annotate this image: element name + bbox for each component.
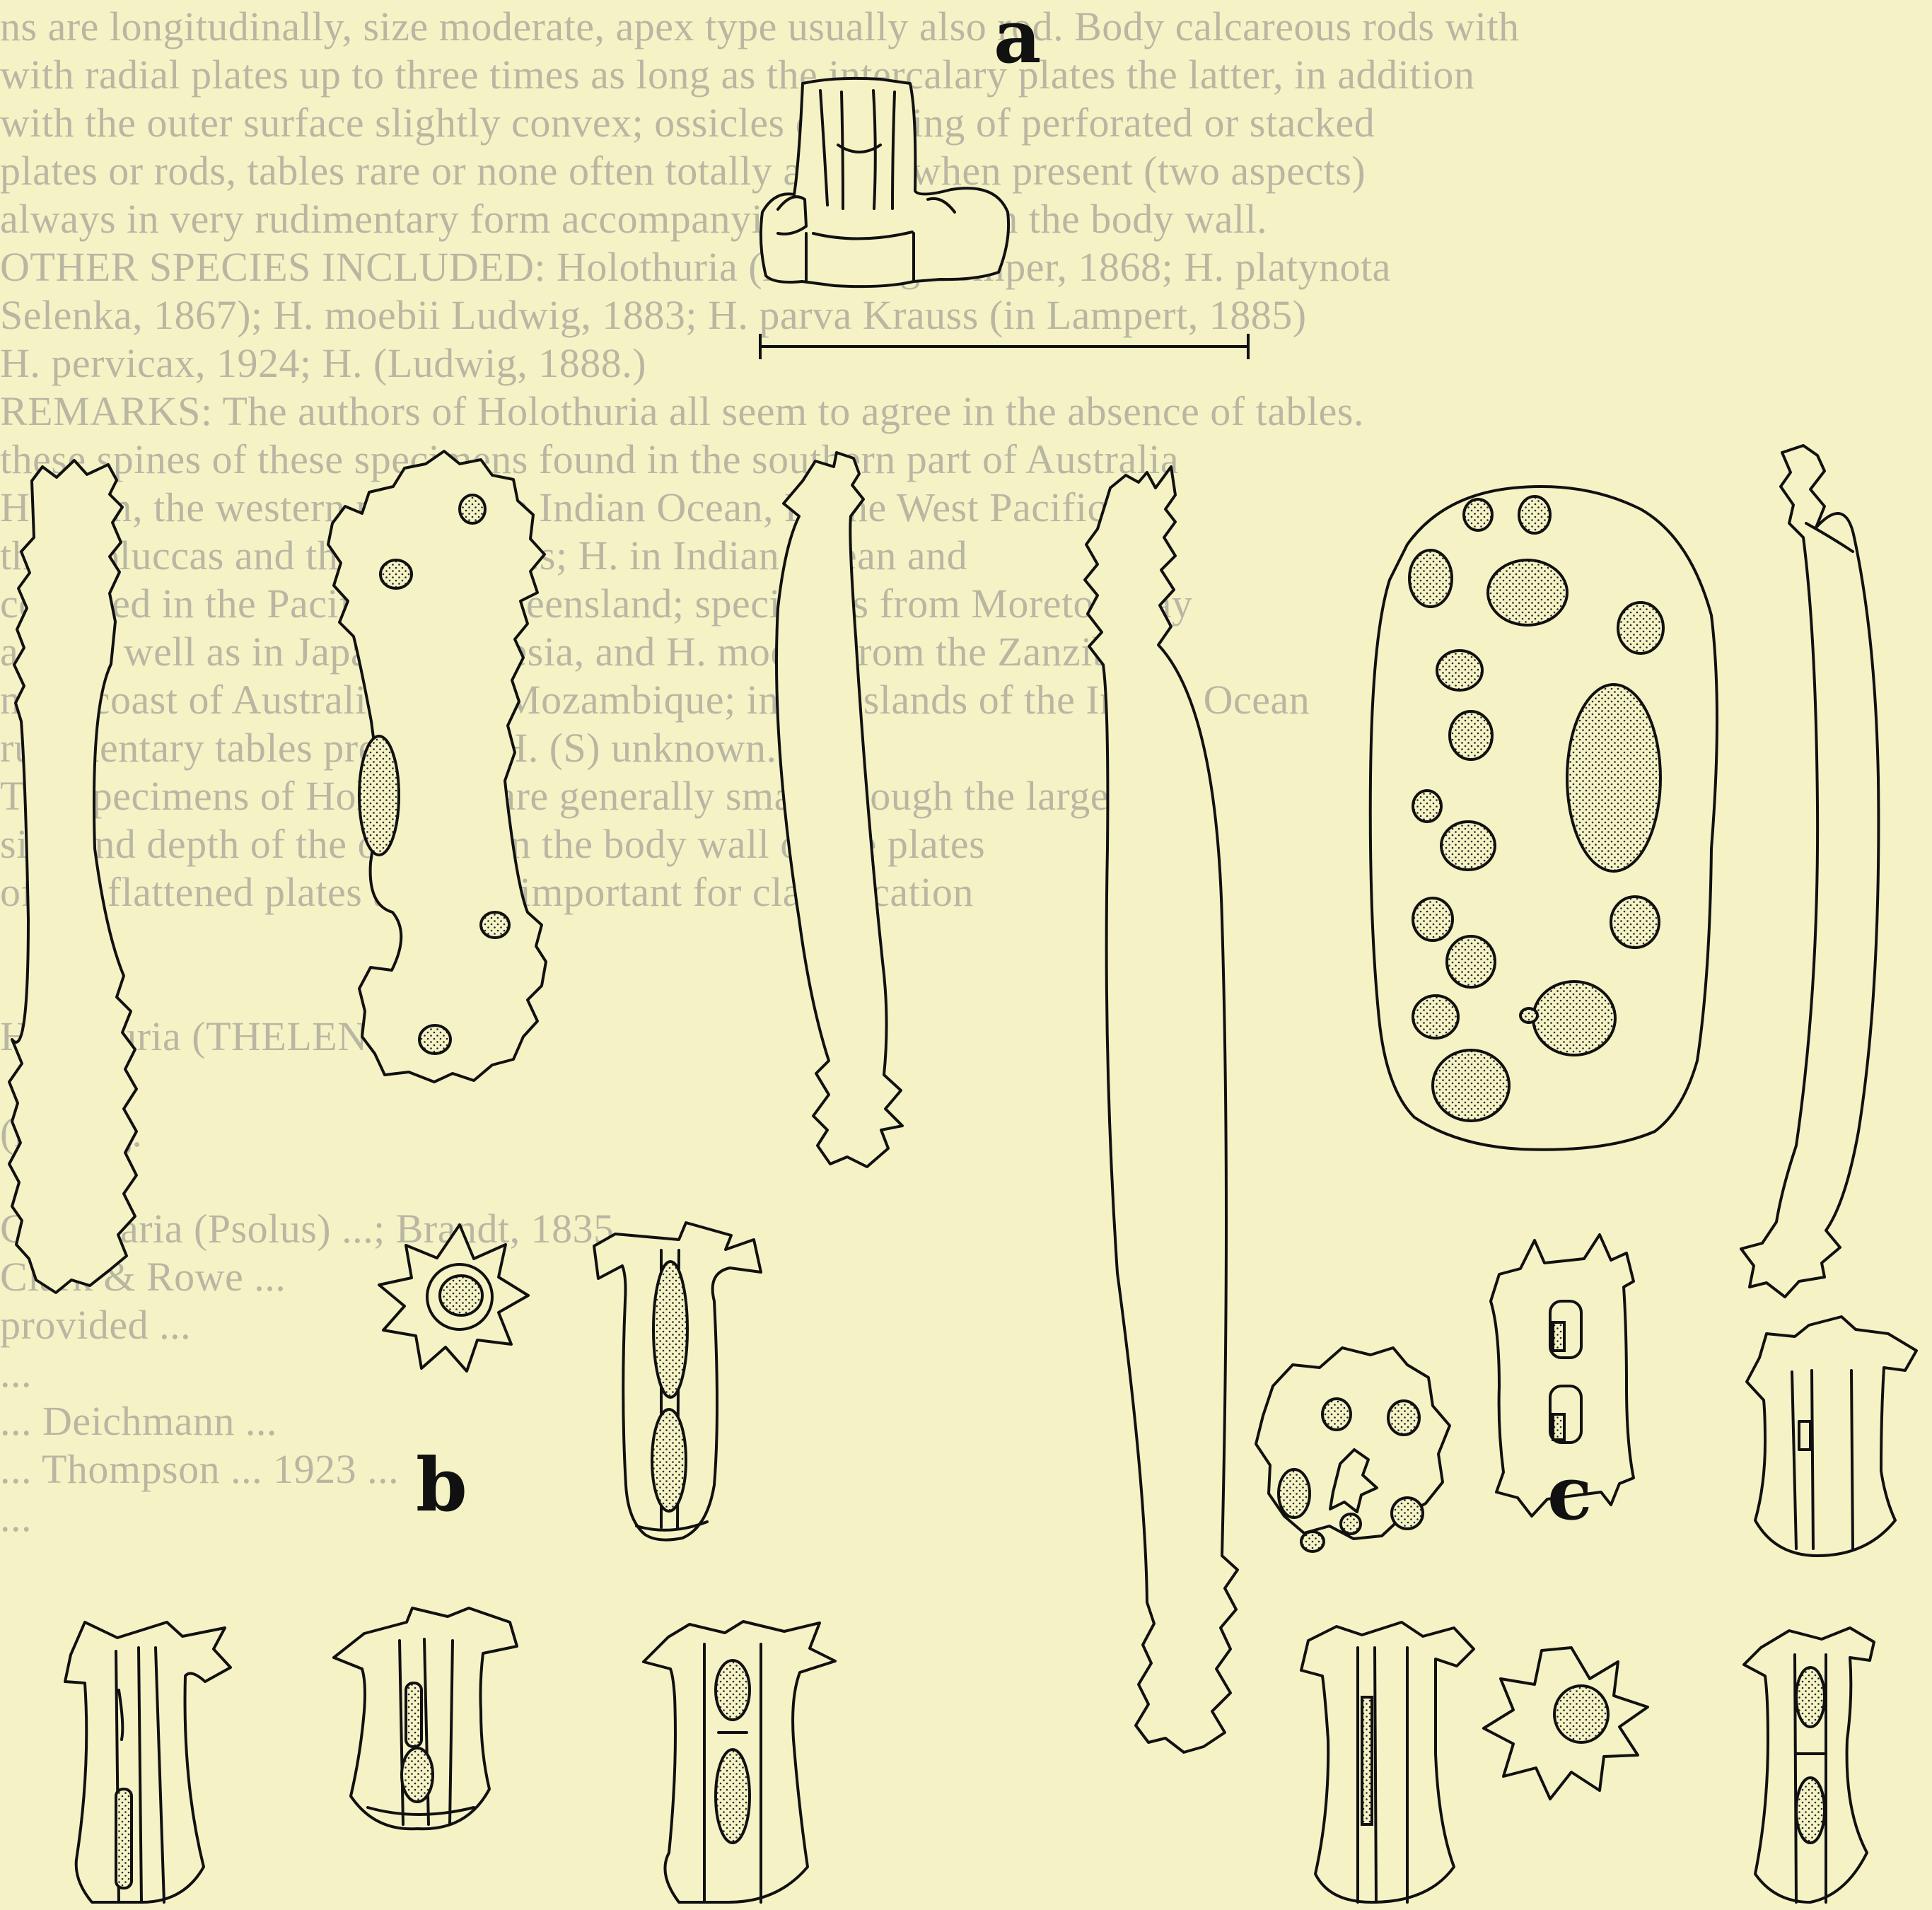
panel-label-b: b	[416, 1448, 467, 1522]
ossicle-c-rosette	[1484, 1648, 1648, 1799]
ossicle-b-table-tall	[594, 1223, 761, 1540]
ossicle-b-table-bottom-2	[334, 1608, 517, 1829]
scale-bar	[760, 334, 1248, 359]
ossicle-c-table-bottom-1	[1301, 1622, 1474, 1902]
ossicle-b-rod-long	[9, 460, 136, 1293]
ossicle-b-table-bottom-3	[644, 1621, 835, 1902]
ossicle-b-rosette	[379, 1225, 528, 1371]
panel-label-a: a	[994, 0, 1041, 74]
ossicle-a	[761, 78, 1008, 286]
ossicle-rod-thin-2	[1085, 467, 1238, 1752]
ossicle-c-perforated-plate	[1371, 487, 1717, 1150]
ossicle-b-perforated-rod	[328, 451, 546, 1082]
ossicle-rod-thin-1	[776, 453, 902, 1167]
ossicle-c-table-bottom-2	[1744, 1628, 1874, 1902]
ossicle-c-rod	[1741, 446, 1878, 1297]
ossicle-c-perforated-cross	[1256, 1348, 1450, 1551]
ossicle-c-table-right-top	[1747, 1317, 1916, 1556]
ossicle-b-table-bottom-1	[65, 1622, 231, 1902]
panel-label-c: c	[1547, 1457, 1592, 1530]
